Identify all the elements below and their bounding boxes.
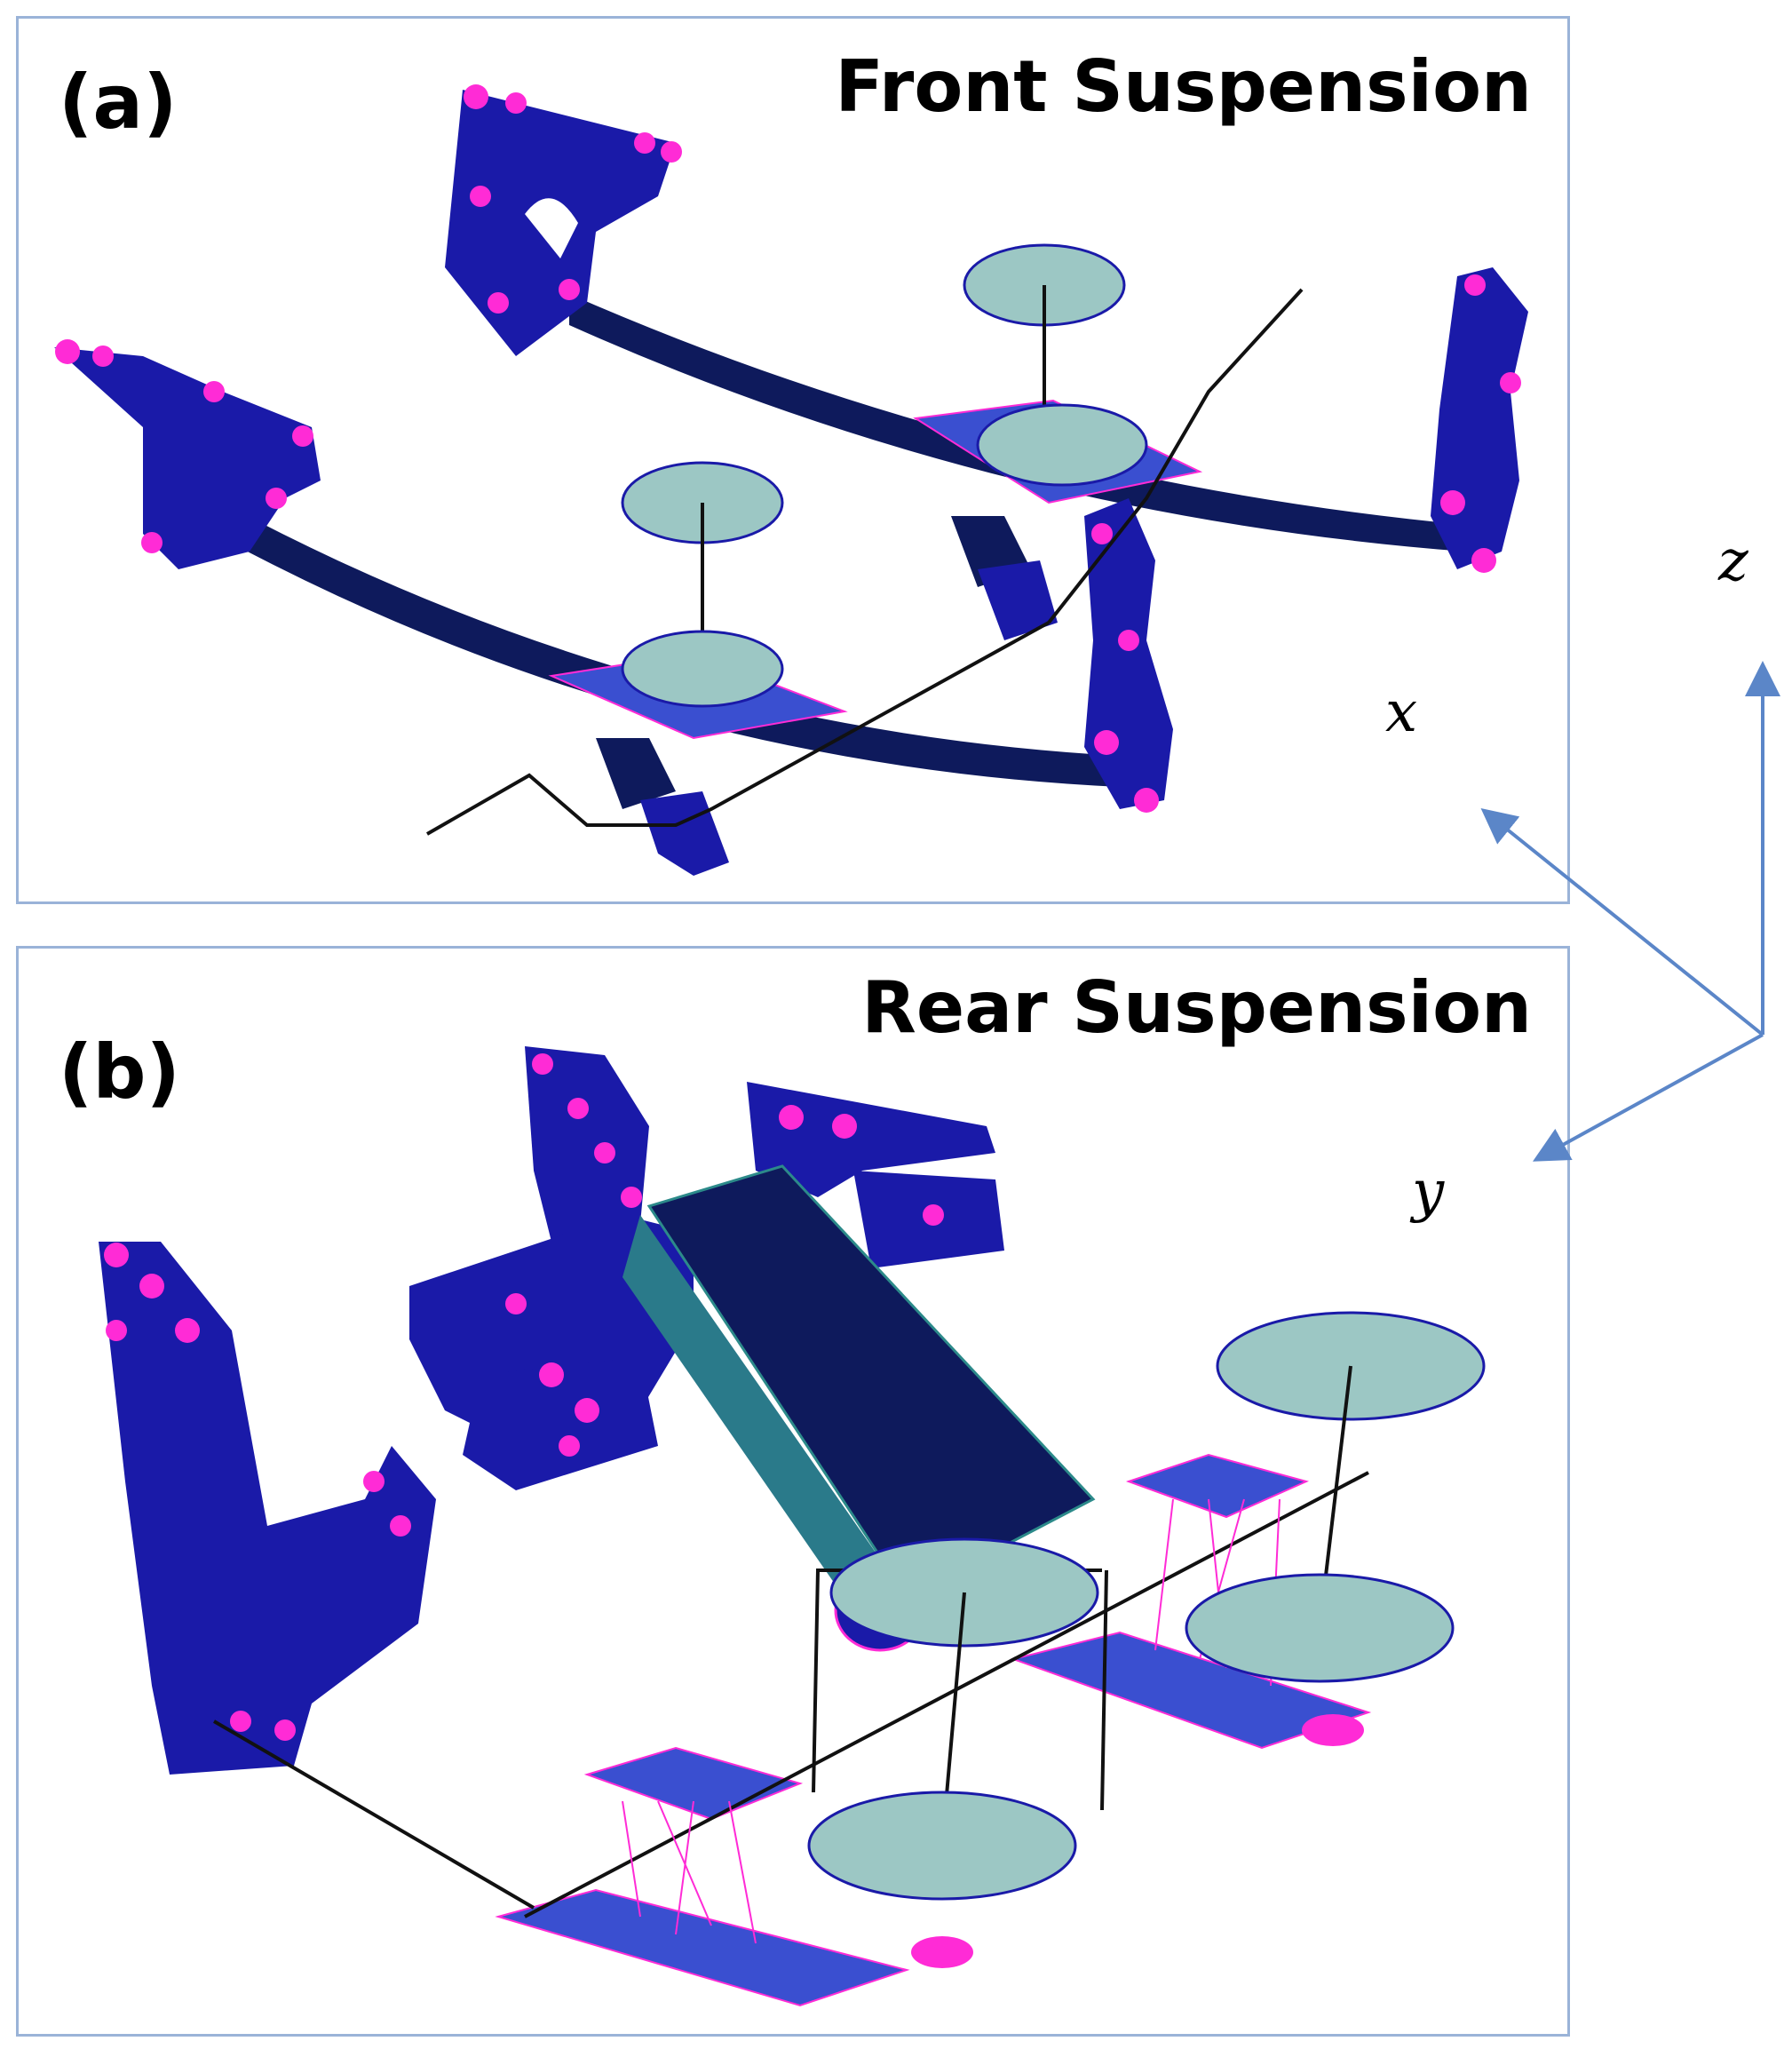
panel-title-rear: Rear Suspension bbox=[861, 966, 1532, 1049]
rear-suspension-mesh bbox=[99, 1046, 1486, 2007]
axis-label-y: y bbox=[1412, 1159, 1445, 1225]
axis-x-arrow bbox=[1480, 807, 1764, 1036]
leaf-spring-rear bbox=[569, 294, 1466, 552]
spring-pad-middle bbox=[1010, 1631, 1372, 1750]
axis-label-x: x bbox=[1385, 679, 1418, 745]
bracket-rear-left-large bbox=[99, 1242, 436, 1775]
hanger-front-right bbox=[1084, 498, 1173, 813]
panel-label-a: (a) bbox=[59, 59, 178, 146]
panel-rear-suspension: (b) Rear Suspension bbox=[16, 946, 1570, 2037]
spring-pad-lower bbox=[495, 1888, 910, 2007]
bracket-front-left bbox=[54, 339, 321, 569]
panel-title-front: Front Suspension bbox=[835, 45, 1532, 128]
panel-label-b: (b) bbox=[59, 1028, 180, 1116]
hanger-rear-right bbox=[1431, 267, 1528, 573]
axle-line-upper bbox=[1047, 288, 1304, 624]
load-disc-b-lower-center bbox=[807, 1791, 1077, 1901]
load-disc-rear-upper bbox=[963, 243, 1126, 445]
axis-y-arrow bbox=[1532, 1033, 1764, 1162]
rod-vertical-right bbox=[1100, 1569, 1108, 1811]
axle-seat-front bbox=[596, 738, 676, 809]
axle-line bbox=[426, 621, 1050, 836]
pad-end-left bbox=[911, 1936, 973, 1968]
load-disc-front-lower bbox=[621, 630, 784, 708]
front-suspension-mesh bbox=[54, 84, 1528, 876]
rod-left bbox=[212, 1719, 535, 1910]
axle-bracket-rear bbox=[978, 560, 1058, 640]
leaf-spring-front bbox=[214, 498, 1120, 787]
axis-label-z: z bbox=[1718, 528, 1748, 594]
bracket-rear-right-lower bbox=[853, 1171, 1004, 1268]
bracket-rear-left bbox=[445, 84, 682, 356]
bracket-rear-top-right bbox=[747, 1082, 995, 1197]
load-disc-b-top-right bbox=[1216, 1311, 1486, 1629]
pad-end-right bbox=[1302, 1714, 1364, 1746]
rod-main bbox=[524, 1471, 1369, 1918]
spring-pad-upper bbox=[1125, 1453, 1309, 1519]
bracket-rear-center bbox=[409, 1215, 694, 1490]
load-disc-rear-lower bbox=[976, 403, 1148, 487]
panel-front-suspension: (a) Front Suspension bbox=[16, 16, 1570, 904]
load-disc-b-lower-right bbox=[1185, 1573, 1455, 1683]
